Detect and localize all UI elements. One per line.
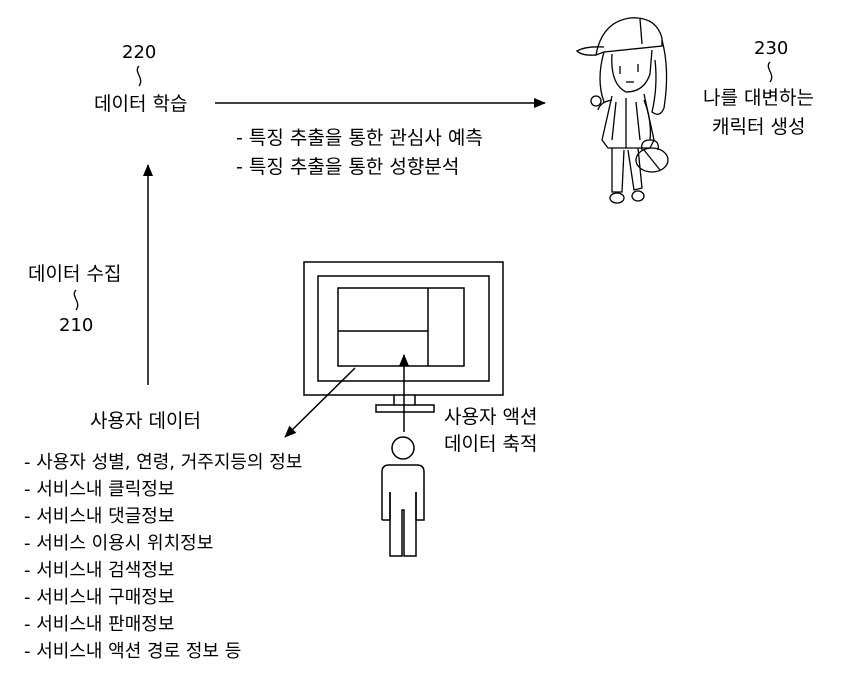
ref-220: 220 [122,42,157,63]
user-data-title: 사용자 데이터 [90,410,201,432]
character-label-line2: 캐릭터 생성 [712,116,806,138]
ref-tilde-210 [73,289,79,311]
user-action-line2: 데이터 축적 [444,433,538,455]
monitor-to-userdata-arrow [284,367,356,438]
prediction-interest: - 특징 추출을 통한 관심사 예측 [236,127,483,149]
user-data-list: - 사용자 성별, 연령, 거주지등의 정보 - 서비스내 클릭정보 - 서비스… [24,452,354,666]
ref-210: 210 [59,315,94,336]
person-icon [381,436,425,557]
list-item: - 서비스내 액션 경로 정보 등 [24,641,242,662]
list-item: - 서비스 이용시 위치정보 [24,533,214,554]
list-item: - 서비스내 판매정보 [24,614,175,635]
list-item: - 서비스내 검색정보 [24,560,175,581]
character-illustration [575,17,669,204]
monitor-icon [303,261,504,413]
prediction-tendency: - 특징 추출을 통한 성향분석 [236,156,460,178]
ref-tilde-220 [136,65,142,87]
ref-tilde-230 [767,61,773,83]
character-label-line1: 나를 대변하는 [703,87,814,109]
data-learning-label: 데이터 학습 [94,93,188,115]
list-item: - 사용자 성별, 연령, 거주지등의 정보 [24,452,303,473]
data-collection-label: 데이터 수집 [28,263,122,285]
user-action-line1: 사용자 액션 [444,406,538,428]
ref-230: 230 [754,38,789,59]
list-item: - 서비스내 댓글정보 [24,506,175,527]
list-item: - 서비스내 클릭정보 [24,479,175,500]
list-item: - 서비스내 구매정보 [24,587,175,608]
